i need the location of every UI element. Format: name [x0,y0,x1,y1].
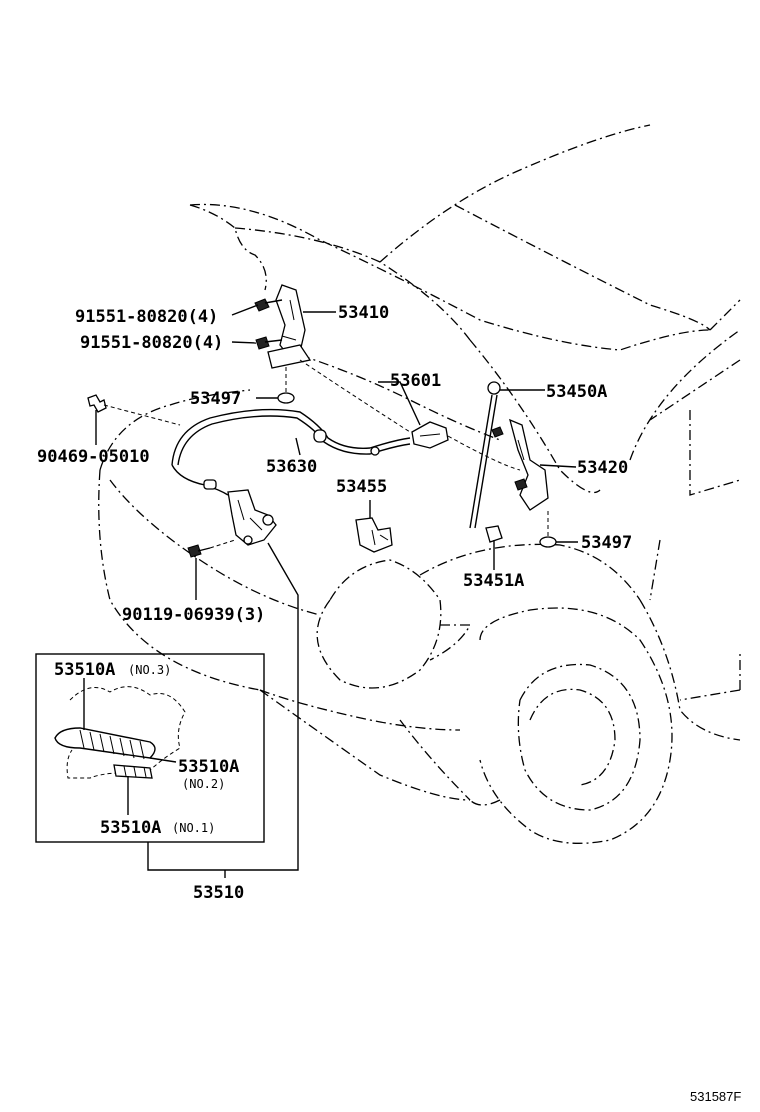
hood-cushion-right[interactable] [539,508,557,548]
hood-release-cable[interactable] [171,408,411,496]
figure-code: 531587F [690,1089,741,1104]
label-bolt-upper: 91551-80820(4) [75,307,218,327]
hood-hinge-left[interactable] [267,284,312,369]
inset-note-no1: (NO.1) [172,821,215,835]
label-lock-bracket: 53455 [336,477,387,497]
hood-lock-assembly[interactable] [227,489,277,546]
inset-note-no2: (NO.2) [182,777,225,791]
label-hinge-left: 53410 [338,303,389,323]
label-support-rod: 53601 [390,371,441,391]
inset-note-no3: (NO.3) [128,663,171,677]
hood-stay-rod[interactable] [469,381,501,529]
lock-detail-inset [35,653,265,843]
label-stay-holder: 53451A [463,571,524,591]
label-hinge-right: 53420 [577,458,628,478]
label-hood-stay: 53450A [546,382,607,402]
inset-label-no1: 53510A [100,818,161,838]
cable-clip-left[interactable] [87,394,181,426]
label-bolt-lower: 91551-80820(4) [80,333,223,353]
hood-cushion-left[interactable] [277,365,295,404]
label-hood-lock-assy: 53510 [193,883,244,903]
part-labels: 91551-80820(4) 91551-80820(4) 53410 5349… [37,303,741,1104]
inset-label-no2: 53510A [178,757,239,777]
label-cushion-right: 53497 [581,533,632,553]
hood-lock-bolt[interactable] [187,539,236,558]
hood-stay-holder[interactable] [485,525,503,543]
label-release-cable: 53630 [266,457,317,477]
label-clip-left: 90469-05010 [37,447,150,467]
hood-lock-striker-bracket[interactable] [355,517,393,553]
inset-label-no3: 53510A [54,660,115,680]
hinge-bolt-upper[interactable] [254,298,283,312]
hinge-bolt-lower[interactable] [255,336,283,350]
label-cushion-left: 53497 [190,389,241,409]
hood-support-rod[interactable] [299,359,521,471]
label-lock-bolt: 90119-06939(3) [122,605,265,625]
hood-hinge-right[interactable] [491,418,549,511]
car-body-outline [98,124,741,844]
leader-lines [95,304,578,878]
